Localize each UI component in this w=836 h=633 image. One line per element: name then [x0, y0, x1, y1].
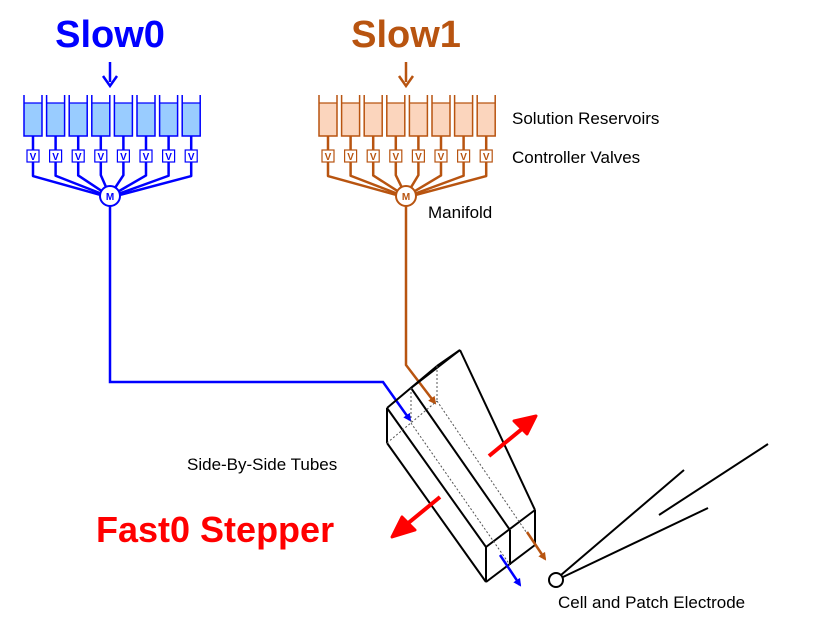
- svg-text:V: V: [30, 152, 37, 163]
- svg-text:V: V: [52, 152, 59, 163]
- reservoir: [386, 95, 406, 137]
- slow0-tubing: [108, 205, 412, 422]
- slow1-outlet-arrow-icon: [525, 531, 547, 561]
- svg-text:V: V: [97, 152, 104, 163]
- svg-text:V: V: [370, 152, 377, 163]
- reservoir: [408, 95, 429, 137]
- slow0-outlet-arrow-icon: [498, 554, 522, 587]
- svg-text:V: V: [415, 152, 422, 163]
- controller-valve: V: [162, 149, 176, 163]
- tubes-label: Side-By-Side Tubes: [187, 455, 337, 474]
- controller-valve: V: [479, 149, 493, 163]
- controller-valve: V: [71, 149, 85, 163]
- slow1-tubing: [404, 205, 437, 405]
- reservoir: [136, 95, 156, 137]
- svg-text:V: V: [165, 152, 172, 163]
- svg-text:V: V: [460, 152, 467, 163]
- controller-valve: V: [411, 149, 425, 163]
- tubes-hidden-edges: [386, 366, 536, 566]
- svg-text:V: V: [120, 152, 127, 163]
- controller-valve: V: [94, 149, 108, 163]
- manifold: M: [99, 185, 121, 207]
- reservoir: [318, 95, 338, 137]
- svg-text:M: M: [106, 192, 114, 203]
- reservoir: [45, 95, 66, 137]
- reservoir: [68, 95, 88, 137]
- controller-valve: V: [344, 149, 358, 163]
- svg-text:V: V: [75, 152, 82, 163]
- reservoir: [181, 95, 201, 137]
- slow0-title: Slow0: [55, 14, 165, 56]
- slow1-title: Slow1: [351, 14, 461, 56]
- svg-text:V: V: [347, 152, 354, 163]
- controller-valve: V: [184, 149, 198, 163]
- valves-label: Controller Valves: [512, 148, 640, 167]
- slow0-down-arrow-icon: [101, 62, 119, 89]
- reservoir: [431, 95, 451, 137]
- manifold: M: [395, 185, 417, 207]
- manifold-label: Manifold: [428, 203, 492, 222]
- side-by-side-tubes: [386, 349, 536, 583]
- reservoir: [91, 95, 111, 137]
- controller-valve: V: [48, 149, 63, 163]
- controller-valve: V: [457, 149, 471, 163]
- fast-stepper-label: Fast0 Stepper: [96, 509, 334, 550]
- svg-text:V: V: [188, 152, 195, 163]
- controller-valve: V: [116, 149, 131, 163]
- reservoir: [158, 95, 179, 137]
- reservoir: [453, 95, 474, 137]
- slow1-valve-bank: V V V V V V V V M: [318, 95, 496, 207]
- svg-text:V: V: [438, 152, 445, 163]
- controller-valve: V: [26, 149, 40, 163]
- reservoir: [113, 95, 134, 137]
- fast-stepper-arrow-right-icon: [487, 414, 538, 458]
- controller-valve: V: [366, 149, 380, 163]
- controller-valve: V: [321, 149, 335, 163]
- reservoir: [476, 95, 496, 137]
- controller-valve: V: [389, 149, 403, 163]
- reservoir: [363, 95, 383, 137]
- fast-stepper-arrow-left-icon: [390, 495, 442, 539]
- svg-text:V: V: [325, 152, 332, 163]
- patch-electrode: [548, 443, 769, 588]
- slow0-valve-bank: V V V V V V V V M: [23, 95, 201, 207]
- cell-electrode-label: Cell and Patch Electrode: [558, 593, 745, 612]
- svg-text:V: V: [143, 152, 150, 163]
- svg-text:V: V: [392, 152, 399, 163]
- controller-valve: V: [139, 149, 153, 163]
- reservoirs-label: Solution Reservoirs: [512, 109, 659, 128]
- svg-text:M: M: [402, 192, 410, 203]
- reservoir: [23, 95, 43, 137]
- svg-text:V: V: [483, 152, 490, 163]
- slow1-down-arrow-icon: [397, 62, 415, 89]
- controller-valve: V: [434, 149, 448, 163]
- reservoir: [340, 95, 361, 137]
